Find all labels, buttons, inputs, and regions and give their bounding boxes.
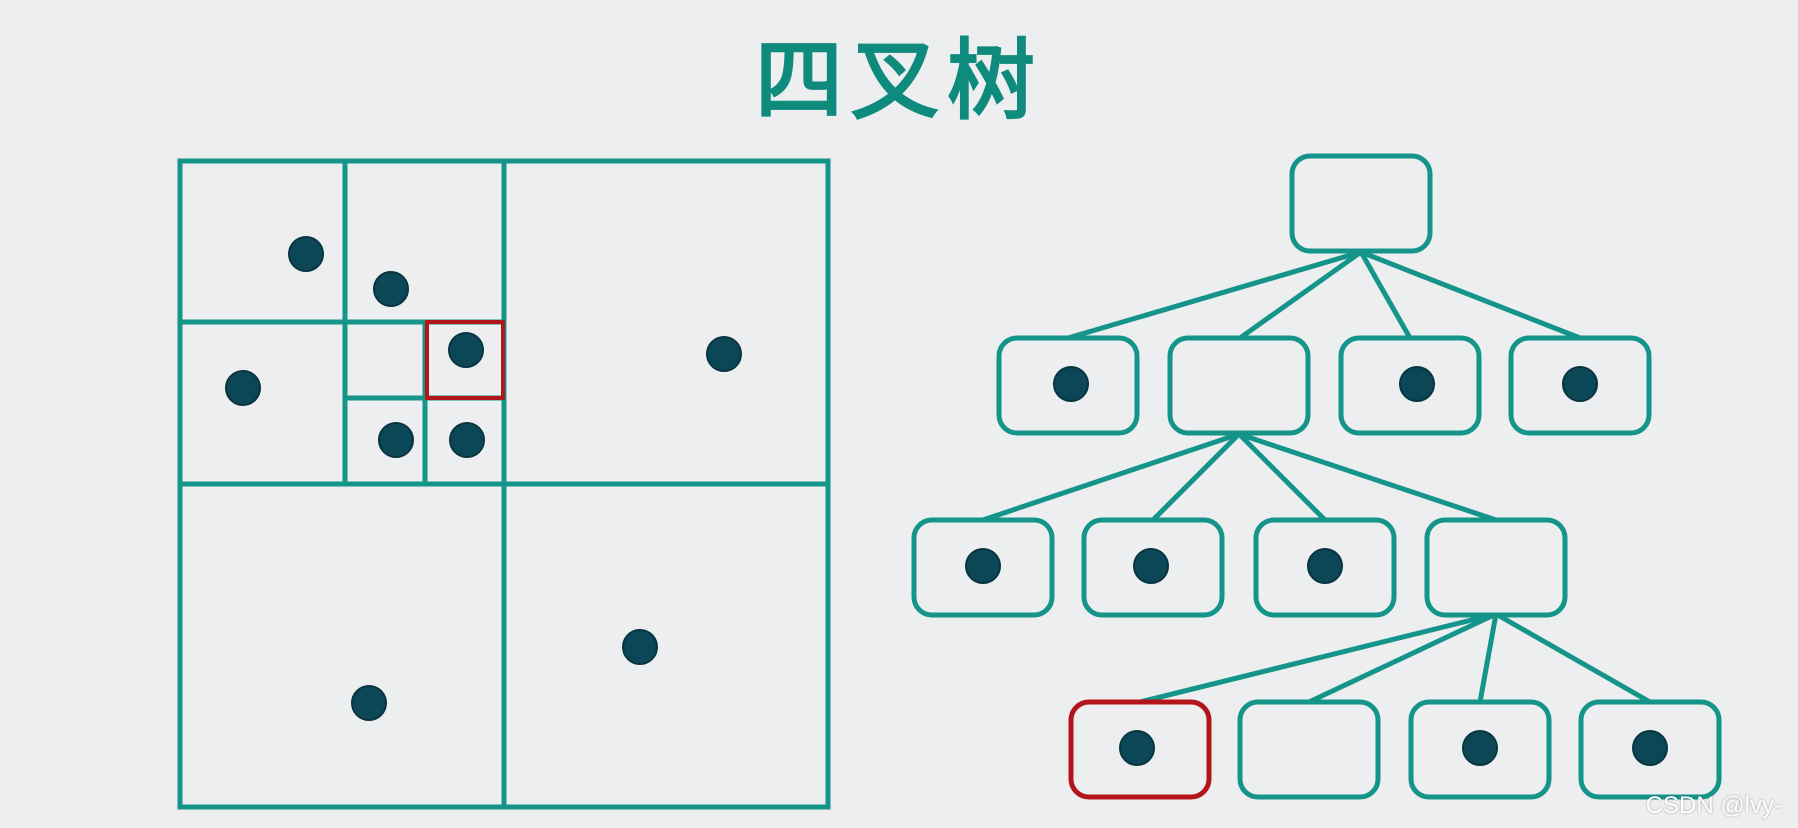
point (1462, 730, 1498, 766)
point (378, 422, 414, 458)
quadtree-grid (177, 158, 831, 810)
point (1053, 366, 1089, 402)
watermark: CSDN @lvy- (1645, 792, 1782, 819)
point (1399, 366, 1435, 402)
tree-node (1424, 517, 1568, 618)
page-title: 四叉树 (754, 29, 1043, 132)
point (288, 236, 324, 272)
point (448, 332, 484, 368)
point (449, 422, 485, 458)
tree-node-root (1289, 153, 1433, 254)
tree-node (1167, 335, 1311, 436)
point (1119, 730, 1155, 766)
point (225, 370, 261, 406)
point (1133, 548, 1169, 584)
tree-nodes (911, 153, 1722, 800)
point (351, 685, 387, 721)
tree-edges (982, 249, 1652, 705)
point (1307, 548, 1343, 584)
point (1632, 730, 1668, 766)
point (373, 271, 409, 307)
point (706, 336, 742, 372)
point (622, 629, 658, 665)
tree-node (1237, 699, 1381, 800)
tree-node-points (965, 366, 1668, 766)
quadtree-points (225, 236, 742, 721)
highlight-cell (425, 320, 505, 400)
point (965, 548, 1001, 584)
point (1562, 366, 1598, 402)
